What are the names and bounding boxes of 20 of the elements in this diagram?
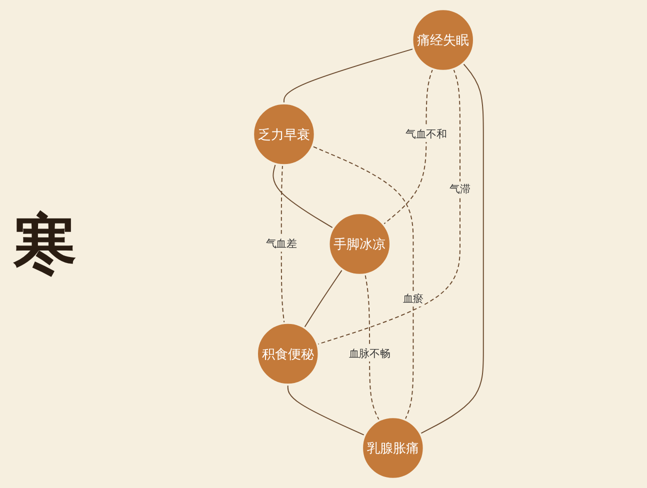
connector: [281, 164, 285, 324]
connector: [420, 63, 484, 434]
node-circle: 积食便秘: [256, 322, 320, 386]
connector: [284, 48, 414, 104]
node-circle: 乳腺胀痛: [361, 416, 426, 480]
node-circle: 手脚冰凉: [328, 212, 392, 276]
center-character: 寒: [12, 206, 78, 284]
edge-label: 气血不和: [406, 128, 448, 140]
connector: [272, 163, 334, 229]
connector: [312, 146, 414, 420]
node-circle: 痛经失眠: [412, 8, 476, 72]
connector: [288, 384, 366, 436]
connector: [383, 68, 434, 225]
edge-label: 血脉不畅: [349, 347, 391, 360]
connector: [304, 269, 344, 328]
node-circle: 乏力早衰: [252, 102, 316, 166]
edge-label: 血瘀: [403, 292, 424, 305]
connector: [364, 274, 380, 421]
edge-label: 气血差: [266, 238, 298, 250]
edge-label: 气滞: [450, 182, 471, 195]
